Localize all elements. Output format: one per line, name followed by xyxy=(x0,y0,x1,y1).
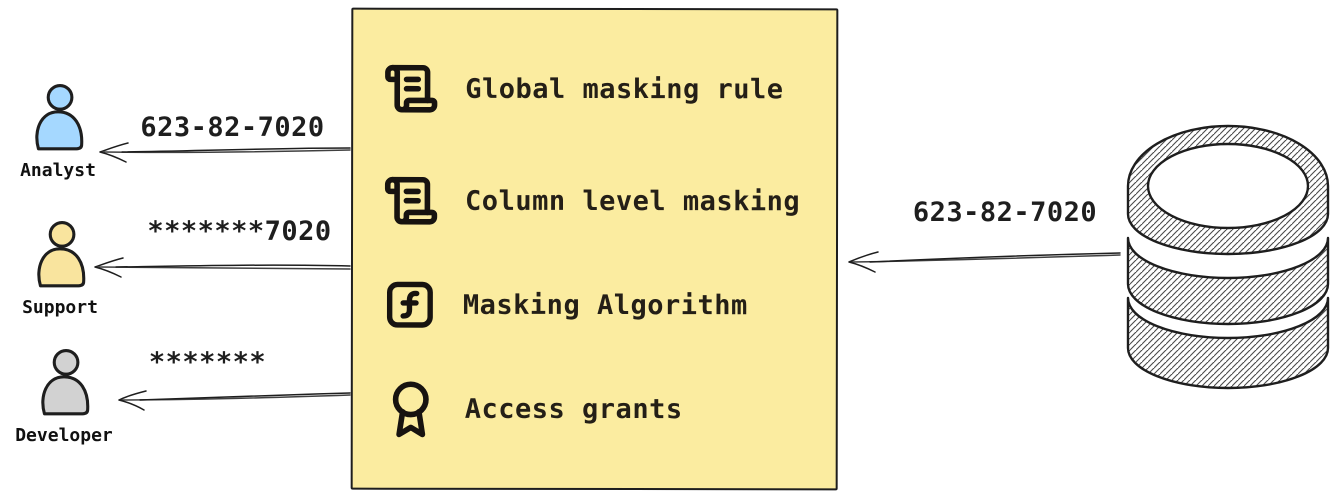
user-label: Developer xyxy=(15,425,113,446)
person-icon xyxy=(35,84,84,151)
database-value: 623-82-7020 xyxy=(912,197,1098,228)
policy-item-label: Column level masking xyxy=(465,185,801,217)
database-icon xyxy=(1126,124,1330,390)
function-square-icon xyxy=(386,281,433,328)
award-icon xyxy=(392,381,429,438)
user-developer: Developer xyxy=(10,349,118,446)
user-analyst: Analyst xyxy=(6,84,110,181)
policy-item-label: Access grants xyxy=(464,393,683,425)
person-icon xyxy=(41,349,90,416)
masking-policy-box: Global masking rule Column level masking… xyxy=(350,7,839,491)
policy-item-access-grants: Access grants xyxy=(383,376,820,443)
analyst-arrow xyxy=(99,142,351,163)
developer-arrow xyxy=(118,390,351,411)
support-value: *******7020 xyxy=(147,216,332,247)
database-arrow xyxy=(848,251,1121,273)
policy-item-label: Masking Algorithm xyxy=(462,289,748,321)
policy-item-column-level-masking: Column level masking xyxy=(383,172,820,231)
user-support: Support xyxy=(8,221,112,318)
user-label: Analyst xyxy=(20,160,96,181)
support-arrow xyxy=(94,257,351,278)
analyst-value: 623-82-7020 xyxy=(140,112,325,143)
policy-item-global-masking-rule: Global masking rule xyxy=(383,60,820,119)
policy-item-label: Global masking rule xyxy=(465,73,784,105)
scroll-text-icon xyxy=(384,176,438,225)
user-label: Support xyxy=(22,297,98,318)
scroll-text-icon xyxy=(385,64,438,113)
developer-value: ******* xyxy=(148,347,267,378)
person-icon xyxy=(37,221,86,288)
policy-item-masking-algorithm: Masking Algorithm xyxy=(383,276,820,335)
